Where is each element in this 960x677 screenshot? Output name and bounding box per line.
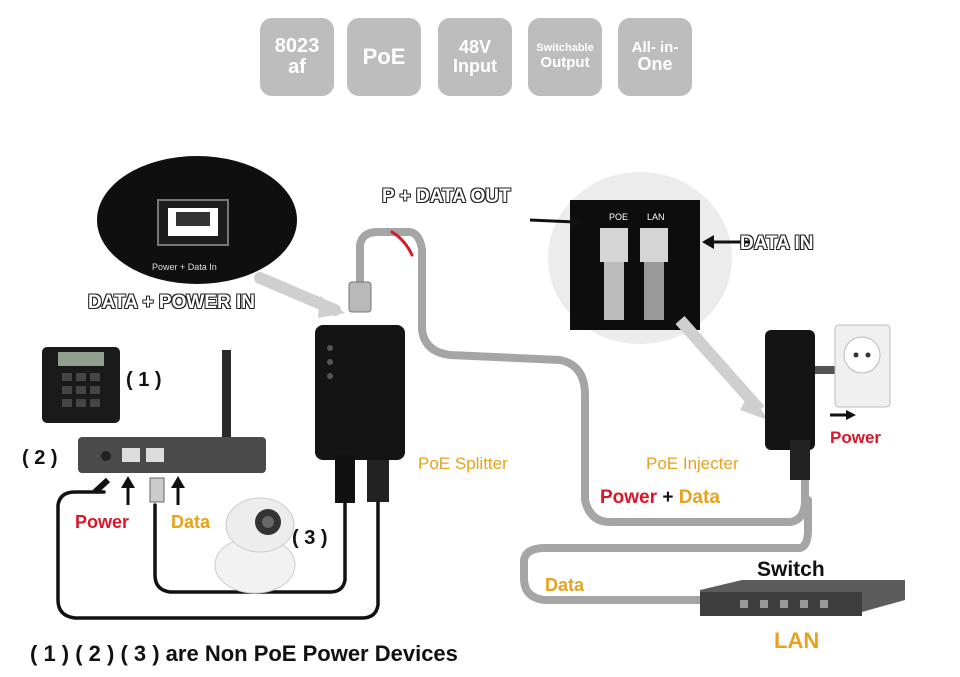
inset-injector-closeup xyxy=(529,172,768,420)
badge-line2: Input xyxy=(453,56,497,76)
network-switch xyxy=(700,580,905,616)
power-arrow-head xyxy=(846,410,856,420)
poe-splitter xyxy=(315,325,405,503)
power-data-plus: + xyxy=(662,487,674,508)
router-number-label: ( 2 ) xyxy=(22,447,58,469)
data-bottom-label: Data xyxy=(545,575,585,595)
power-right-label: Power xyxy=(830,428,882,447)
data-power-in-label: DATA + POWER IN xyxy=(87,291,255,313)
badge-poe: PoE xyxy=(347,18,421,96)
lan-port-label: LAN xyxy=(647,212,665,222)
port-caption: Power + Data In xyxy=(152,262,217,272)
splitter-label: PoE Splitter xyxy=(418,454,508,473)
badge-line1: All- in- xyxy=(631,38,679,56)
rj45-plug xyxy=(348,281,372,313)
p-data-out-label: P + DATA OUT xyxy=(381,185,511,207)
power-left-label: Power xyxy=(75,512,130,532)
inset-port-closeup xyxy=(97,156,345,318)
badge-48v-input: 48V Input xyxy=(438,18,512,96)
poe-port-label: POE xyxy=(609,212,629,222)
data-in-label: DATA IN xyxy=(739,232,814,254)
badge-8023af: 8023 af xyxy=(260,18,334,96)
router-arrows xyxy=(121,476,185,505)
power-data-data: Data xyxy=(678,487,720,508)
badge-line2: af xyxy=(288,56,306,78)
data-left-label: Data xyxy=(171,512,211,532)
desk-phone xyxy=(42,347,120,423)
cables xyxy=(56,228,812,620)
camera-number-label: ( 3 ) xyxy=(292,527,328,549)
cable-splitter-to-injector xyxy=(356,228,809,526)
red-accent xyxy=(390,230,414,257)
badge-switchable-output: Switchable Output xyxy=(528,18,602,96)
badge-line2: One xyxy=(637,54,673,75)
cable-splitter-power-to-router xyxy=(56,490,380,620)
power-data-power: Power xyxy=(600,487,658,508)
badge-line2: Output xyxy=(540,53,590,71)
badge-line1: PoE xyxy=(362,44,406,70)
footer-note: ( 1 ) ( 2 ) ( 3 ) are Non PoE Power Devi… xyxy=(30,641,458,666)
power-data-label: Power + Data xyxy=(600,487,720,509)
lan-label: LAN xyxy=(774,628,820,653)
ip-camera xyxy=(214,497,296,594)
wall-socket xyxy=(834,324,891,408)
router xyxy=(78,350,266,495)
phone-number-label: ( 1 ) xyxy=(126,369,162,391)
injector-label: PoE Injecter xyxy=(646,454,739,473)
switch-label: Switch xyxy=(757,558,825,581)
poe-injector xyxy=(765,330,840,480)
badge-all-in-one: All- in- One xyxy=(618,18,692,96)
badge-line1: 48V xyxy=(458,37,492,58)
badge-line1: 8023 xyxy=(274,35,320,57)
badge-line1: Switchable xyxy=(536,42,594,55)
cable-switch-to-injector xyxy=(520,496,812,604)
